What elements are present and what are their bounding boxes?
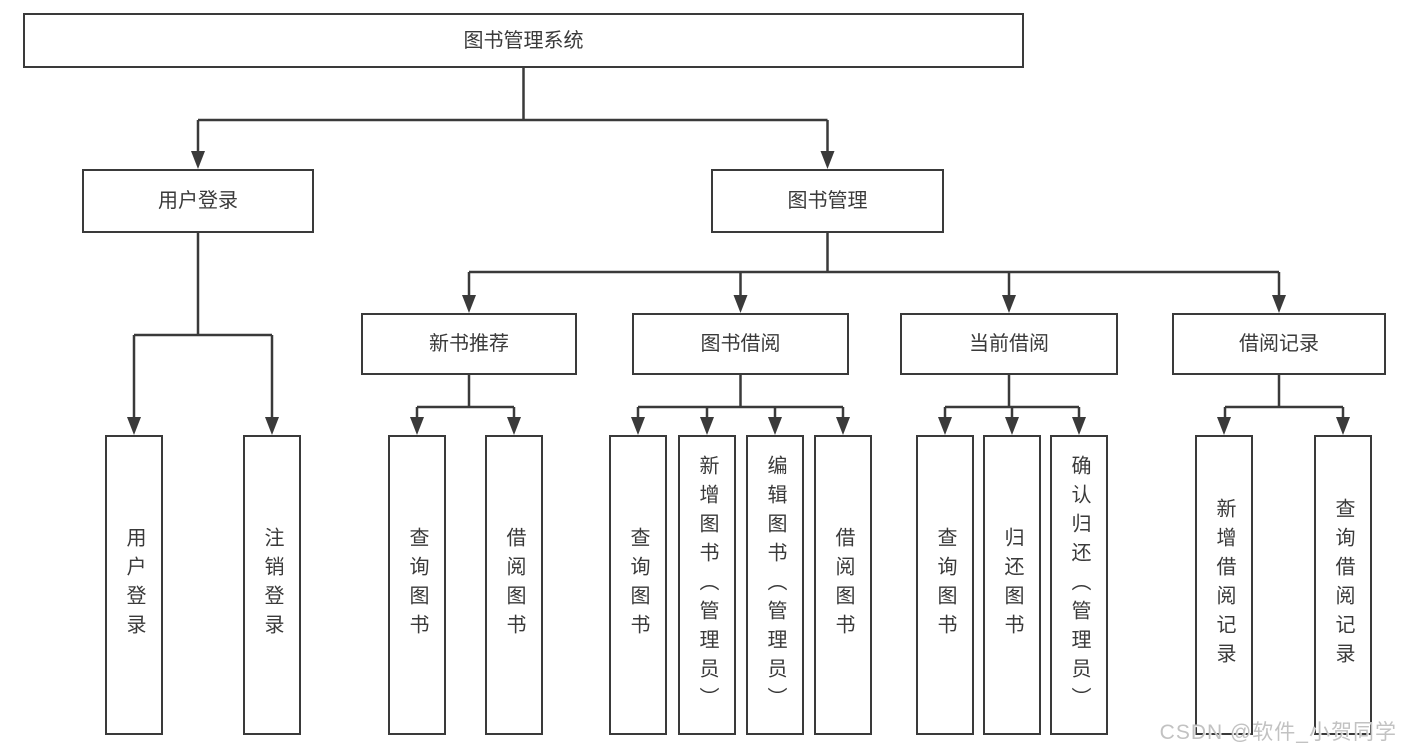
node-label: 借阅记录	[1239, 333, 1319, 355]
leaf-user-login: 用户登录	[105, 435, 163, 735]
node-new-book-recommend: 新书推荐	[361, 313, 577, 375]
node-label: 查询图书	[406, 527, 428, 643]
leaf-borrow-borrow-books: 借阅图书	[814, 435, 872, 735]
node-label: 新增借阅记录	[1213, 498, 1235, 672]
leaf-current-confirm-return-admin: 确认归还（管理员）	[1050, 435, 1108, 735]
node-label: 用户登录	[123, 527, 145, 643]
node-borrow-records: 借阅记录	[1172, 313, 1386, 375]
node-label: 图书借阅	[700, 333, 781, 355]
arrowhead	[1072, 417, 1086, 435]
arrowhead	[1005, 417, 1019, 435]
node-book-management-branch: 图书管理	[711, 169, 944, 233]
node-label: 新书推荐	[429, 333, 509, 355]
arrowhead	[191, 151, 205, 169]
arrowhead	[1336, 417, 1350, 435]
leaf-records-add-record: 新增借阅记录	[1195, 435, 1253, 735]
leaf-current-query-books: 查询图书	[916, 435, 974, 735]
node-current-borrow: 当前借阅	[900, 313, 1118, 375]
arrowhead	[1002, 295, 1016, 313]
arrowhead	[265, 417, 279, 435]
arrowhead	[507, 417, 521, 435]
node-label: 当前借阅	[969, 333, 1049, 355]
node-label: 编辑图书（管理员）	[764, 454, 786, 716]
node-label: 确认归还（管理员）	[1068, 454, 1090, 716]
arrowhead	[768, 417, 782, 435]
leaf-recommend-borrow-books: 借阅图书	[485, 435, 543, 735]
arrowhead	[836, 417, 850, 435]
arrowhead	[938, 417, 952, 435]
leaf-records-query-record: 查询借阅记录	[1314, 435, 1372, 735]
leaf-borrow-add-books-admin: 新增图书（管理员）	[678, 435, 736, 735]
node-label: 用户登录	[158, 190, 238, 212]
node-label: 借阅图书	[832, 527, 854, 643]
node-label: 查询借阅记录	[1332, 498, 1354, 672]
node-label: 查询图书	[627, 527, 649, 643]
arrowhead	[820, 151, 835, 169]
arrowhead	[700, 417, 714, 435]
arrowhead	[1272, 295, 1286, 313]
node-label: 归还图书	[1001, 527, 1023, 643]
leaf-current-return-books: 归还图书	[983, 435, 1041, 735]
node-book-borrow: 图书借阅	[632, 313, 849, 375]
leaf-recommend-query-books: 查询图书	[388, 435, 446, 735]
node-user-login-branch: 用户登录	[82, 169, 314, 233]
node-label: 图书管理	[787, 190, 868, 212]
arrowhead	[127, 417, 141, 435]
arrowhead	[733, 295, 748, 313]
arrowhead	[410, 417, 424, 435]
leaf-borrow-edit-books-admin: 编辑图书（管理员）	[746, 435, 804, 735]
node-label: 新增图书（管理员）	[696, 454, 718, 716]
node-label: 查询图书	[934, 527, 956, 643]
arrowhead	[631, 417, 645, 435]
leaf-logout: 注销登录	[243, 435, 301, 735]
node-root-label: 图书管理系统	[463, 29, 584, 52]
node-root: 图书管理系统	[23, 13, 1024, 68]
leaf-borrow-query-books: 查询图书	[609, 435, 667, 735]
arrowhead	[462, 295, 476, 313]
csdn-watermark: CSDN @软件_小贺同学	[1159, 721, 1397, 744]
arrowhead	[1217, 417, 1231, 435]
node-label: 借阅图书	[503, 527, 525, 643]
node-label: 注销登录	[261, 527, 283, 643]
